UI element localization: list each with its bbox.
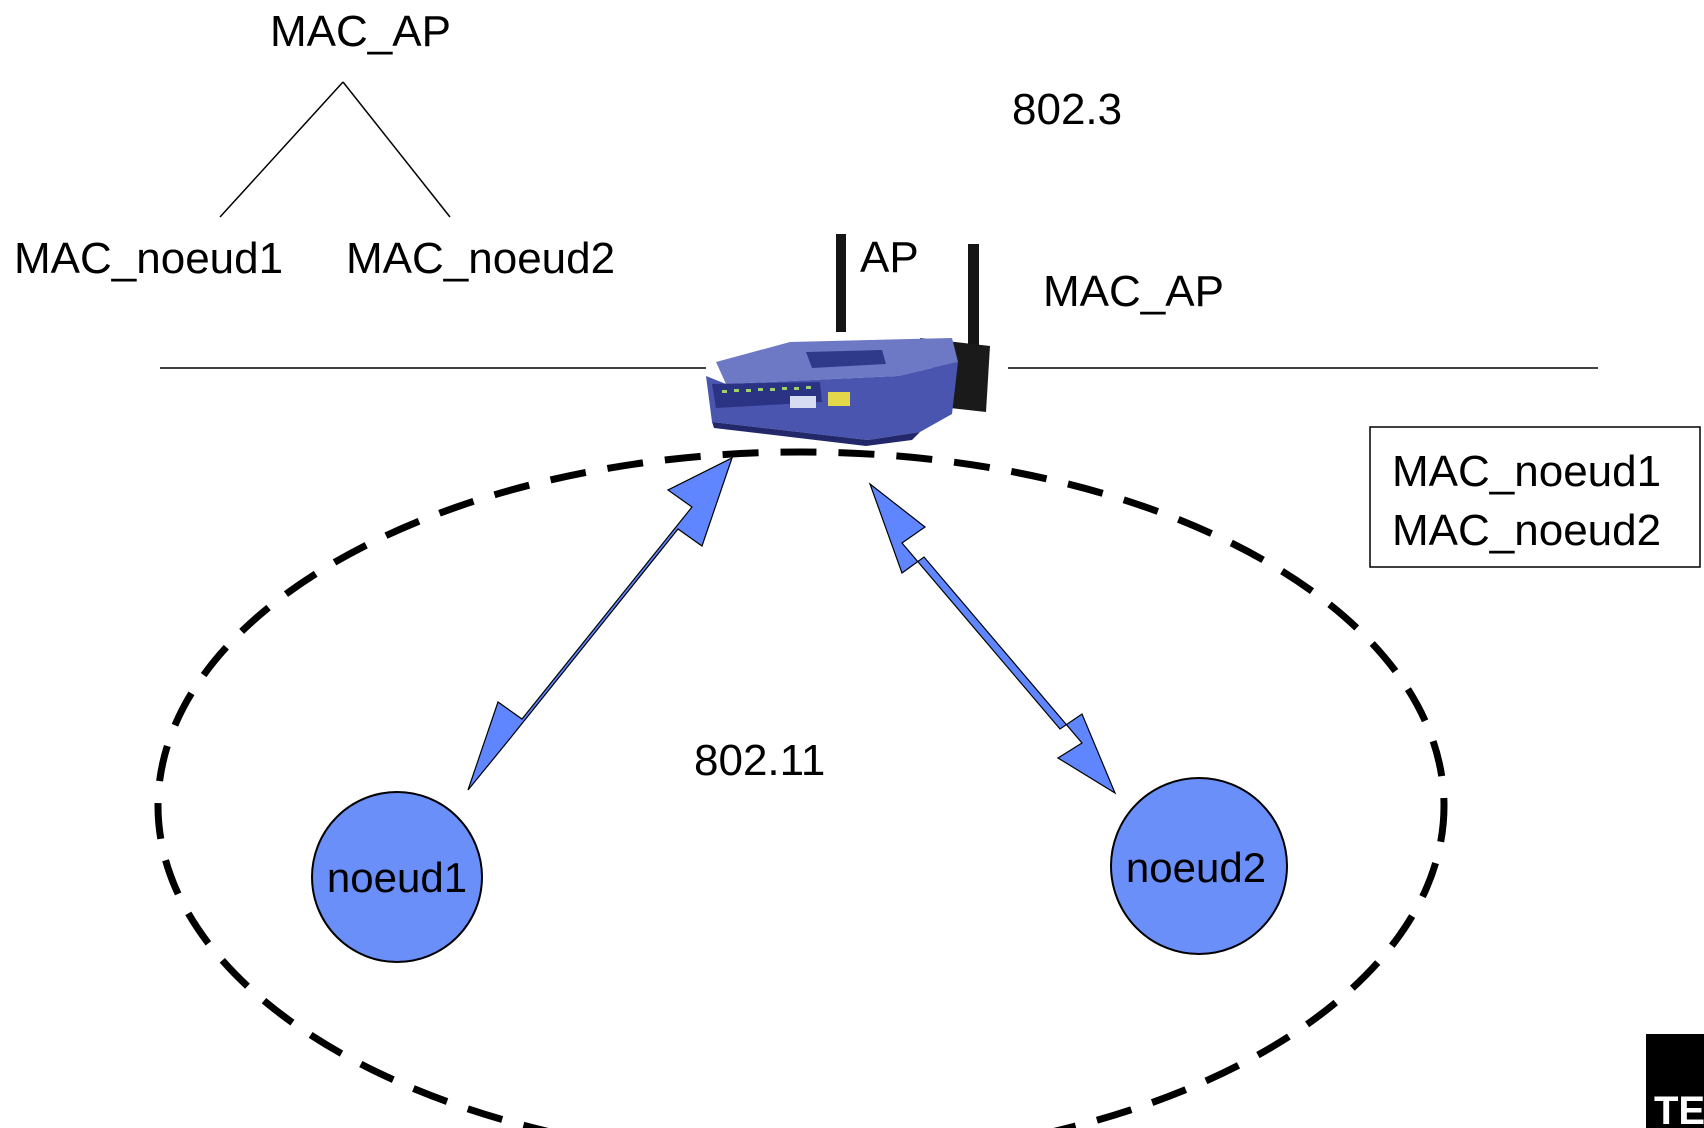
double-headed-arrow-icon bbox=[868, 482, 1117, 795]
association-table-row-1: MAC_noeud1 bbox=[1392, 447, 1661, 496]
association-table-row-2: MAC_noeud2 bbox=[1392, 506, 1661, 555]
node-noeud2: noeud2 bbox=[1110, 777, 1288, 955]
router-badge bbox=[828, 392, 850, 406]
router-logo-plate bbox=[806, 350, 886, 368]
double-headed-arrow-icon bbox=[467, 456, 734, 791]
association-table bbox=[1369, 426, 1701, 568]
router-leds bbox=[722, 386, 811, 393]
logo-text: TE bbox=[1654, 1089, 1704, 1128]
node-noeud1: noeud1 bbox=[311, 791, 483, 963]
router-antenna-right bbox=[968, 244, 979, 362]
wireless-coverage-ellipse bbox=[154, 448, 1448, 1128]
router-label-sticker bbox=[790, 396, 816, 408]
node-label: noeud2 bbox=[1126, 844, 1266, 891]
tree-child1-label: MAC_noeud1 bbox=[14, 234, 283, 283]
tree-child2-label: MAC_noeud2 bbox=[346, 234, 615, 283]
tree-branch-left bbox=[219, 81, 344, 218]
router-base bbox=[712, 422, 920, 446]
ap-label: AP bbox=[860, 233, 919, 282]
wired-standard-label: 802.3 bbox=[1012, 85, 1122, 134]
node-circle bbox=[311, 791, 483, 963]
ap-mac-label: MAC_AP bbox=[1043, 267, 1224, 316]
logo-block bbox=[1646, 1034, 1704, 1128]
corner-logo: TE bbox=[1646, 1034, 1704, 1128]
router-antenna-left bbox=[836, 234, 846, 332]
wireless-standard-label: 802.11 bbox=[694, 736, 825, 785]
node-label: noeud1 bbox=[327, 854, 467, 901]
wireless-router-icon bbox=[706, 234, 990, 446]
node-circle bbox=[1110, 777, 1288, 955]
tree-branch-right bbox=[342, 81, 451, 218]
tree-root-label: MAC_AP bbox=[270, 7, 451, 56]
